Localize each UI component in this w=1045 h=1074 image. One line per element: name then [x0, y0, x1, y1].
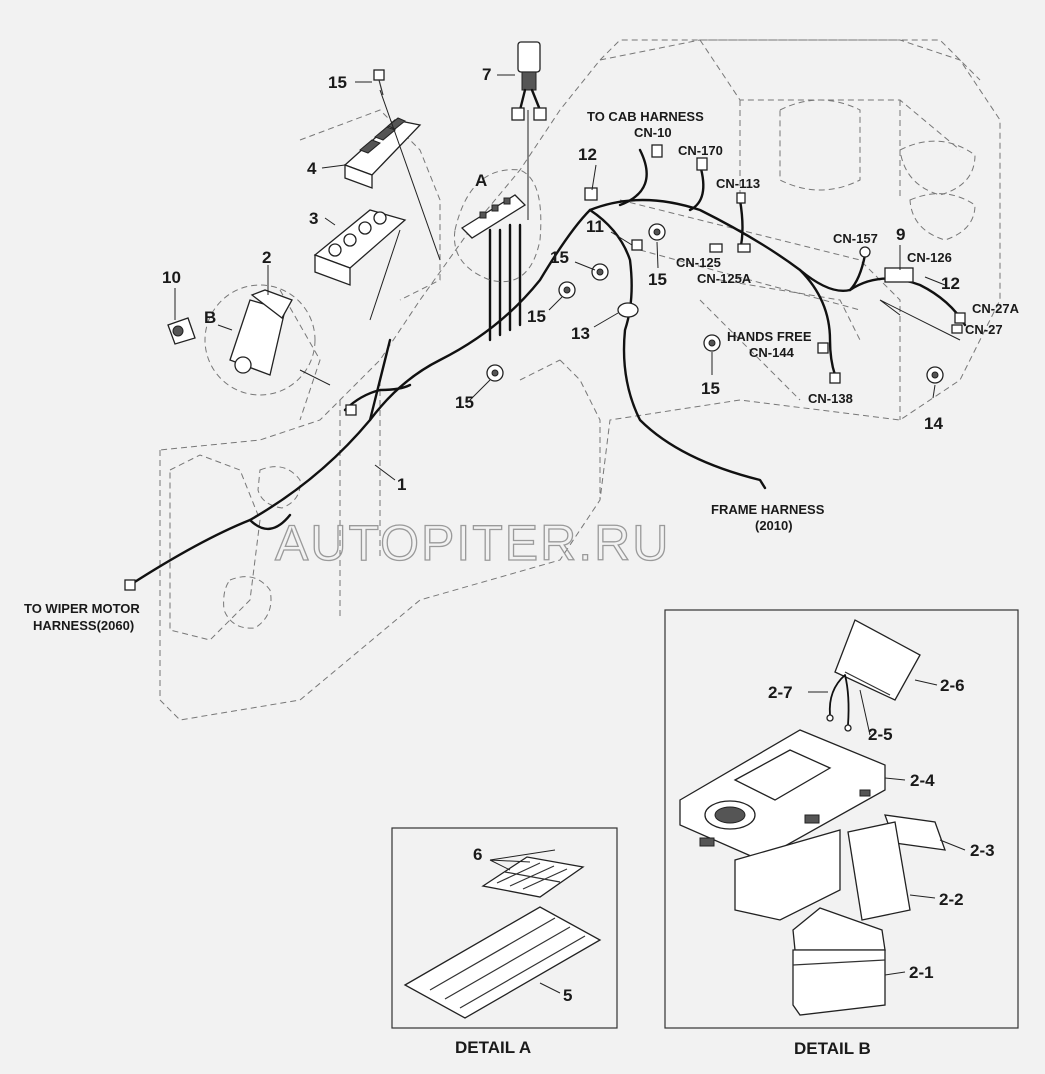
label-2-6: 2-6 — [940, 676, 965, 695]
label-2-7: 2-7 — [768, 683, 793, 702]
label-cn-10: CN-10 — [634, 125, 672, 140]
label-11: 11 — [586, 217, 604, 236]
detail-a-panel: 6 5 DETAIL A — [391, 827, 618, 1057]
label-cn-170: CN-170 — [678, 143, 723, 158]
clip-grommets — [486, 187, 944, 384]
part-4-switch-panel — [343, 117, 422, 189]
label-2: 2 — [262, 248, 271, 267]
label-10: 10 — [162, 268, 181, 287]
label-frame-harness: FRAME HARNESS — [711, 502, 825, 517]
label-5: 5 — [563, 986, 572, 1005]
label-cn-157: CN-157 — [833, 231, 878, 246]
label-13: 13 — [571, 324, 590, 343]
label-15-mid: 15 — [550, 248, 569, 267]
label-to-wiper-motor: TO WIPER MOTOR — [24, 601, 140, 616]
label-12-right: 12 — [941, 274, 960, 293]
part-7-plug — [511, 41, 547, 121]
label-4: 4 — [307, 159, 317, 178]
part-10-socket — [167, 317, 196, 345]
label-15-lower: 15 — [527, 307, 546, 326]
detail-b-panel: 2-7 2-6 2-5 2-4 2-3 2-2 2-1 DETAIL B — [664, 609, 1019, 1058]
label-15-right: 15 — [648, 270, 667, 289]
label-7: 7 — [482, 65, 491, 84]
label-2-3: 2-3 — [970, 841, 995, 860]
detail-b-caption: DETAIL B — [794, 1039, 871, 1058]
label-wiper-harness-code: HARNESS(2060) — [33, 618, 134, 633]
label-2-1: 2-1 — [909, 963, 934, 982]
cab-frame-outline — [159, 39, 1001, 721]
part-15-bolt-top — [373, 69, 385, 96]
label-2-5: 2-5 — [868, 725, 893, 744]
label-12-left: 12 — [578, 145, 597, 164]
detail-b-callout — [204, 284, 316, 396]
label-2-2: 2-2 — [939, 890, 964, 909]
label-15-top: 15 — [328, 73, 347, 92]
label-2-4: 2-4 — [910, 771, 935, 790]
label-14: 14 — [924, 414, 943, 433]
label-cn-138: CN-138 — [808, 391, 853, 406]
label-9: 9 — [896, 225, 905, 244]
label-cn-113: CN-113 — [716, 176, 760, 191]
label-cn-27a: CN-27A — [972, 301, 1020, 316]
part-number-labels: 15 7 4 3 2 10 B A 12 11 15 15 15 13 15 1… — [162, 65, 960, 494]
label-15-left: 15 — [455, 393, 474, 412]
label-cn-125: CN-125 — [676, 255, 721, 270]
label-cn-126: CN-126 — [907, 250, 952, 265]
label-A: A — [475, 171, 487, 190]
main-harness — [128, 148, 967, 587]
label-B: B — [204, 308, 216, 327]
watermark: AUTOPITER.RU — [275, 515, 670, 571]
label-6: 6 — [473, 845, 482, 864]
label-hands-free: HANDS FREE — [727, 329, 812, 344]
label-15-handsfree: 15 — [701, 379, 720, 398]
label-cn-144: CN-144 — [749, 345, 795, 360]
label-cn-125a: CN-125A — [697, 271, 752, 286]
connector-labels: TO CAB HARNESS CN-10 CN-170 CN-113 CN-15… — [24, 109, 1020, 633]
label-frame-harness-code: (2010) — [755, 518, 793, 533]
small-connectors — [124, 144, 966, 591]
label-to-cab-harness: TO CAB HARNESS — [587, 109, 704, 124]
label-cn-27: CN-27 — [965, 322, 1003, 337]
detail-a-callout — [453, 169, 542, 283]
leader-lines — [174, 74, 961, 481]
detail-a-caption: DETAIL A — [455, 1038, 531, 1057]
part-3-switch-block — [313, 209, 407, 286]
label-1: 1 — [397, 475, 406, 494]
label-3: 3 — [309, 209, 318, 228]
